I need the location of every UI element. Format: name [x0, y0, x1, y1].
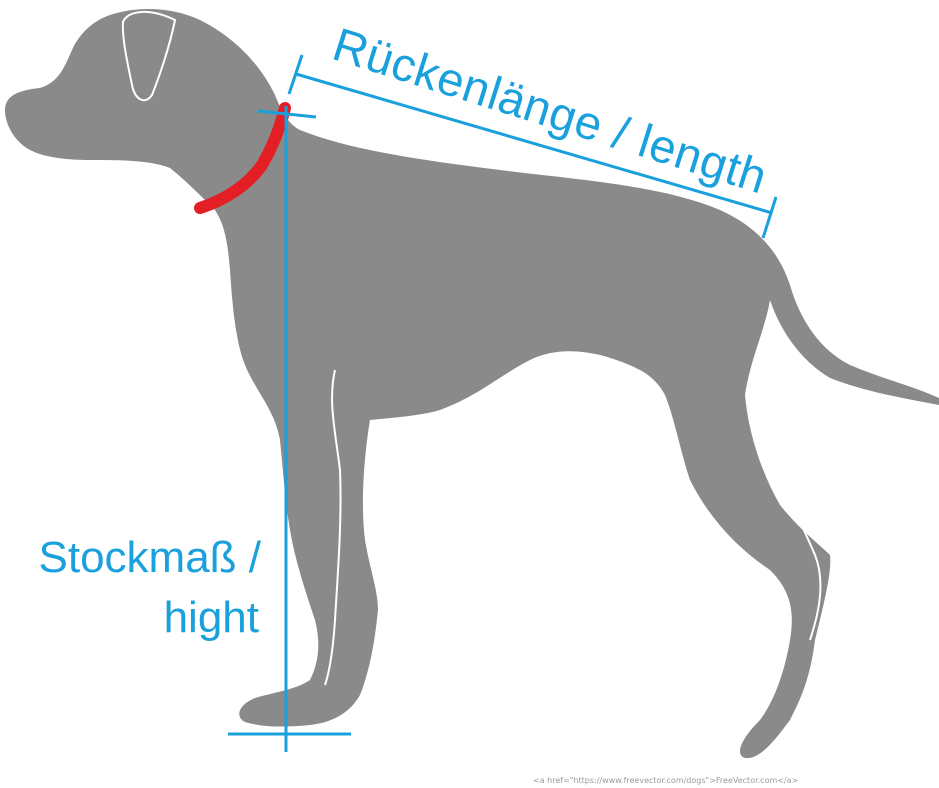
height-label-line2: hight	[163, 593, 259, 642]
credit-text: <a href="https://www.freevector.com/dogs…	[533, 776, 799, 785]
leg-highlight-back	[759, 449, 822, 641]
ear-outline	[121, 11, 177, 102]
back-length-measure	[287, 54, 778, 239]
leg-highlight-front	[324, 369, 342, 686]
dog-silhouette	[5, 8, 939, 759]
height-measure	[228, 106, 351, 752]
height-label-line1: Stockmaß /	[38, 533, 262, 582]
collar	[194, 102, 291, 214]
